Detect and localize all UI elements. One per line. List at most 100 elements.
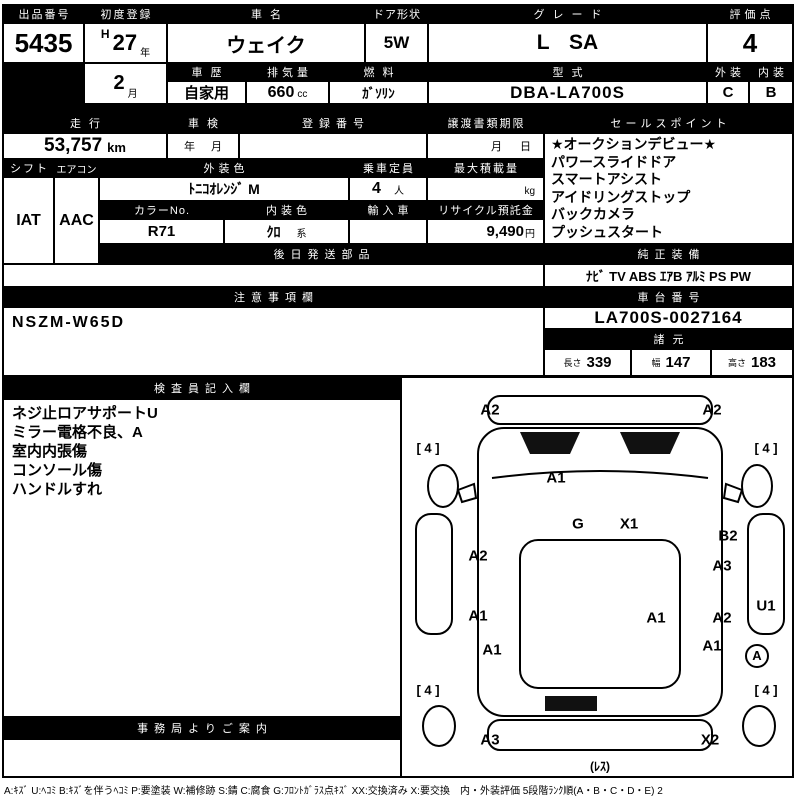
notes-header: 注意事項欄 [234, 292, 319, 304]
inspector-note-item: コンソール傷 [12, 462, 103, 479]
damage-mark: A2 [480, 401, 500, 419]
shift-cell: IAT [4, 178, 53, 263]
genuine-equipment-header: 純正装備 [637, 249, 706, 261]
legend: A:ｷｽﾞ U:ﾍｺﾐ B:ｷｽﾞを伴うﾍｺﾐ P:要塗装 W:補修跡 S:錆 … [4, 786, 663, 797]
inspector-note-item: 室内内張傷 [12, 443, 88, 460]
recycle-fee: 9,490 [486, 223, 524, 240]
damage-mark: A1 [468, 607, 488, 625]
chassis-number-header: 車台番号 [637, 292, 706, 304]
damage-diagram: A2 A2 [ 4 ] [ 4 ] A1 G X1 B2 A2 A3 A1 A1… [402, 378, 792, 776]
first-registration-header: 初度登録 [100, 9, 153, 21]
year-unit: 年 [140, 48, 151, 59]
recycle-deposit-header: リサイクル預託金 [438, 205, 534, 217]
damage-mark: X2 [700, 731, 720, 749]
sales-points-cell: ★オークションデビュー★ パワースライドドア スマートアシスト アイドリングスト… [545, 134, 792, 243]
fuel-header: 燃料 [363, 67, 402, 79]
grade-header: グレード [533, 9, 610, 21]
aircon-cell: AAC [55, 178, 98, 263]
registration-number-header: 登録番号 [302, 118, 370, 130]
month-unit: 月 [127, 89, 138, 100]
office-info-cell [4, 740, 400, 776]
inspection-year-unit: 年 [184, 141, 195, 153]
equipment-list: ﾅﾋﾞ TV ABS ｴｱB ｱﾙﾐ PS PW [586, 269, 751, 284]
displacement-cell: 660 cc [247, 82, 328, 103]
displacement: 660 [267, 83, 295, 101]
damage-mark: A1 [646, 609, 666, 627]
spec-width-cell: 幅 147 [632, 350, 710, 375]
interior-color-suffix: 系 [296, 229, 307, 240]
sales-point-item: スマートアシスト [551, 171, 663, 187]
inspector-notes-header: 検査員記入欄 [154, 383, 256, 395]
max-load-header: 最大積載量 [454, 163, 519, 175]
tire-depth-mark: [ 4 ] [754, 682, 778, 698]
notes-text: NSZM-W65D [12, 314, 126, 331]
transfer-deadline-header: 譲渡書類期限 [447, 118, 526, 130]
recycle-deposit-cell: 9,490 円 [428, 220, 543, 243]
car-name-cell: ウェイク [168, 24, 364, 62]
damage-mark: A1 [702, 637, 722, 655]
sales-point-item: プッシュスタート [551, 223, 663, 240]
max-load-cell: kg [428, 178, 543, 200]
aircon-header: エアコン [56, 164, 97, 176]
exhibit-number-cell: 5435 [4, 24, 83, 62]
mileage-header: 走行 [70, 118, 108, 130]
office-info-header: 事務局よりご案内 [137, 723, 273, 735]
interior-color-header: 内装色 [266, 205, 311, 217]
first-registration-year-cell: H 27 年 [85, 24, 166, 62]
inspector-notes-cell: ネジ止ロアサポートU ミラー電格不良、A 室内内張傷 コンソール傷 ハンドルすれ [4, 400, 400, 716]
model-code-cell: DBA-LA700S [429, 82, 706, 103]
damage-mark: X1 [619, 515, 639, 533]
notes-cell: NSZM-W65D [4, 308, 543, 375]
recycle-unit: 円 [525, 229, 535, 240]
car-name-header: 車名 [251, 9, 289, 21]
shift-type: IAT [16, 211, 41, 229]
width-label: 幅 [651, 358, 661, 368]
interior-score: B [765, 84, 777, 101]
height-label: 高さ [727, 358, 746, 368]
car-history: 自家用 [183, 85, 229, 102]
fuel-type: ｶﾞｿﾘﾝ [362, 86, 395, 101]
height-value: 183 [750, 354, 777, 371]
sales-point-item: アイドリングストップ [551, 188, 691, 205]
score-cell: 4 [708, 24, 792, 62]
exhibit-number: 5435 [14, 27, 73, 58]
interior-color-cell: ｸﾛ 系 [225, 220, 348, 243]
mileage-cell: 53,757 km [4, 134, 166, 158]
exterior-score-header: 外装 [715, 67, 745, 79]
interior-score-cell: B [750, 82, 792, 103]
tire-depth-mark: [ 4 ] [416, 682, 440, 698]
door-shape-cell: 5W [366, 24, 427, 62]
damage-mark: A2 [712, 609, 732, 627]
door-shape: 5W [383, 33, 410, 52]
exterior-score: C [722, 84, 734, 101]
era-letter: H [100, 27, 110, 41]
capacity-unit: 人 [393, 186, 404, 197]
door-shape-header: ドア形状 [373, 9, 421, 21]
max-load-unit: kg [524, 186, 535, 197]
circled-a-mark: A [745, 644, 769, 668]
first-registration-month-cell: 2 月 [85, 64, 166, 103]
later-shipped-parts-header: 後日発送部品 [273, 249, 376, 261]
damage-mark: A2 [702, 401, 722, 419]
damage-mark: U1 [756, 597, 776, 615]
car-name: ウェイク [226, 34, 306, 57]
exterior-color-header: 外装色 [203, 163, 249, 175]
exterior-color-cell: ﾄﾆｺｵﾚﾝｼﾞ M [100, 178, 348, 200]
shift-header: シフト [10, 163, 49, 175]
transfer-deadline-cell: 月 日 [428, 134, 543, 158]
spare-less-mark: (ﾚｽ) [590, 759, 610, 774]
registration-month: 2 [113, 72, 125, 94]
chassis-number-cell: LA700S-0027164 [545, 308, 792, 328]
damage-mark: G [572, 515, 584, 533]
later-shipped-parts-cell [4, 265, 543, 286]
capacity: 4 [372, 180, 381, 197]
interior-score-header: 内装 [758, 67, 788, 79]
mileage: 53,757 [44, 135, 103, 156]
color-number-header: カラーNo. [133, 205, 191, 217]
damage-mark: A3 [480, 731, 500, 749]
exhibit-number-header: 出品番号 [18, 9, 71, 21]
inspection-header: 車検 [188, 118, 226, 130]
grade: L SA [536, 31, 599, 54]
import-header: 輸入車 [367, 205, 413, 217]
